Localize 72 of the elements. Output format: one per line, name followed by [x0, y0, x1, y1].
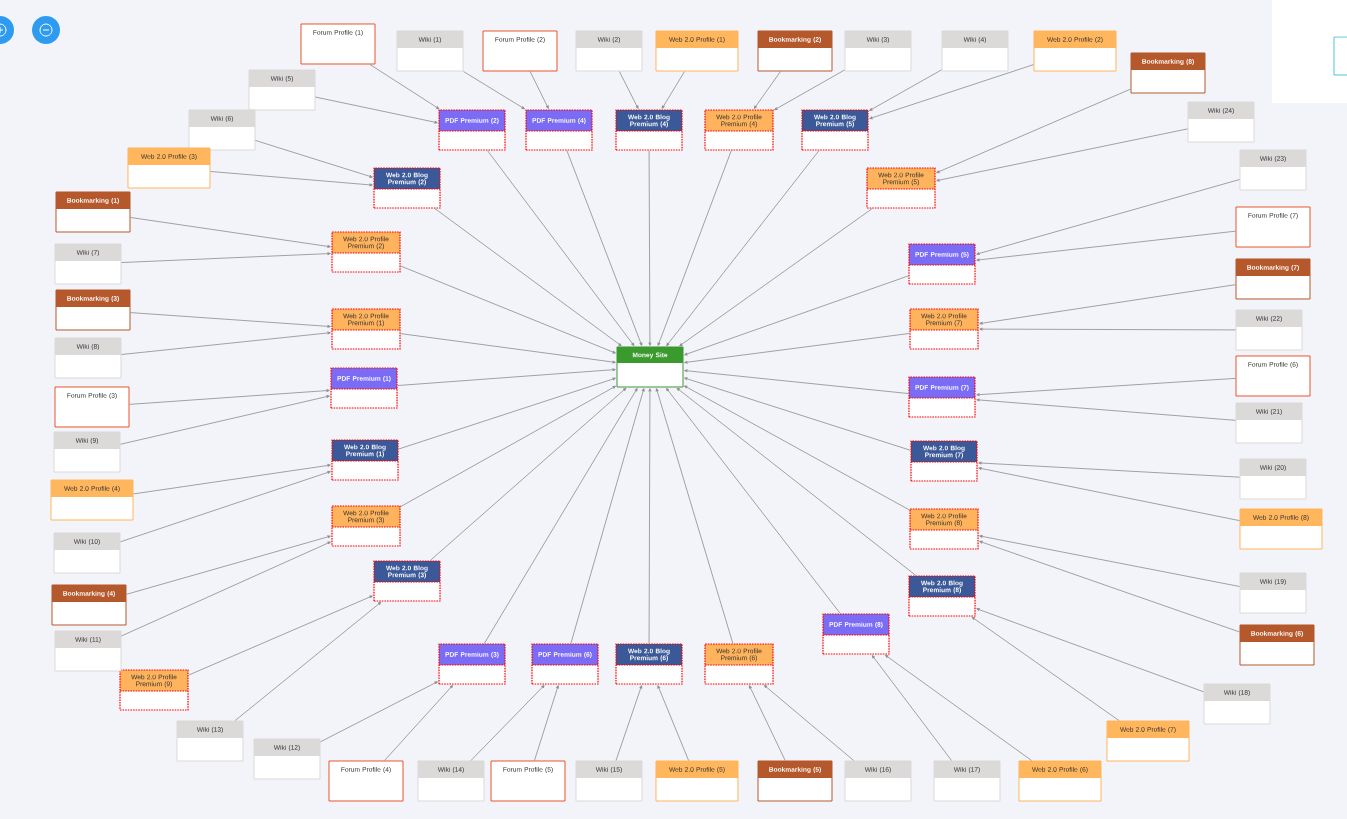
arrow [369, 64, 440, 110]
arrow [976, 179, 1240, 255]
arrow [978, 467, 1240, 521]
arrow [979, 327, 1236, 331]
arrow [871, 655, 952, 761]
arrow [648, 150, 652, 346]
arrow [763, 684, 855, 761]
arrow [979, 534, 1240, 587]
arrow [434, 208, 622, 347]
arrow [976, 230, 1236, 262]
arrow [657, 685, 689, 761]
arrow [570, 388, 645, 644]
arrow [774, 69, 845, 111]
arrow [210, 171, 373, 187]
arrow [463, 71, 525, 110]
arrow [126, 535, 331, 595]
arrow [130, 312, 331, 328]
arrow [679, 208, 873, 347]
arrow [979, 540, 1240, 633]
arrow [188, 595, 373, 676]
arrow [315, 96, 438, 124]
arrow [120, 470, 331, 543]
arrow [976, 608, 1204, 693]
arrow [976, 398, 1236, 421]
arrow [971, 616, 1120, 721]
arrow [648, 388, 652, 644]
arrow [121, 541, 331, 637]
arrow [869, 69, 942, 111]
arrow [655, 388, 734, 644]
arrow [133, 464, 331, 495]
arrow [534, 685, 559, 761]
arrow [487, 150, 635, 347]
arrow [666, 150, 820, 347]
arrow [615, 685, 643, 761]
arrow [121, 331, 331, 355]
arrow [619, 71, 639, 109]
arrow [234, 601, 382, 721]
arrow [976, 378, 1236, 397]
arrow [676, 387, 917, 576]
arrow [397, 368, 616, 386]
arrow [936, 128, 1188, 182]
arrow [120, 395, 330, 445]
arrow [684, 333, 910, 364]
arrow [566, 150, 643, 346]
arrow [398, 377, 616, 450]
arrow [885, 654, 1032, 761]
arrow [121, 252, 331, 263]
arrow [400, 385, 616, 508]
arrow [666, 387, 841, 614]
arrow [320, 681, 438, 743]
arrow [978, 461, 1240, 478]
arrow [936, 88, 1131, 174]
arrow [384, 685, 454, 761]
arrow [470, 684, 545, 761]
arrow [979, 284, 1236, 325]
arrow [400, 265, 616, 354]
arrow [684, 377, 911, 451]
arrow [748, 685, 786, 761]
arrow [129, 389, 330, 405]
arrow [869, 64, 1034, 120]
arrow [130, 217, 331, 248]
arrow [400, 333, 616, 364]
arrow [661, 71, 685, 109]
arrow [429, 387, 627, 561]
arrow [684, 385, 910, 511]
arrow [657, 150, 732, 346]
arrow [684, 369, 909, 394]
arrow [753, 71, 781, 109]
arrow [684, 275, 909, 356]
arrow [483, 388, 638, 644]
arrow [255, 140, 373, 178]
arrow [529, 71, 549, 109]
